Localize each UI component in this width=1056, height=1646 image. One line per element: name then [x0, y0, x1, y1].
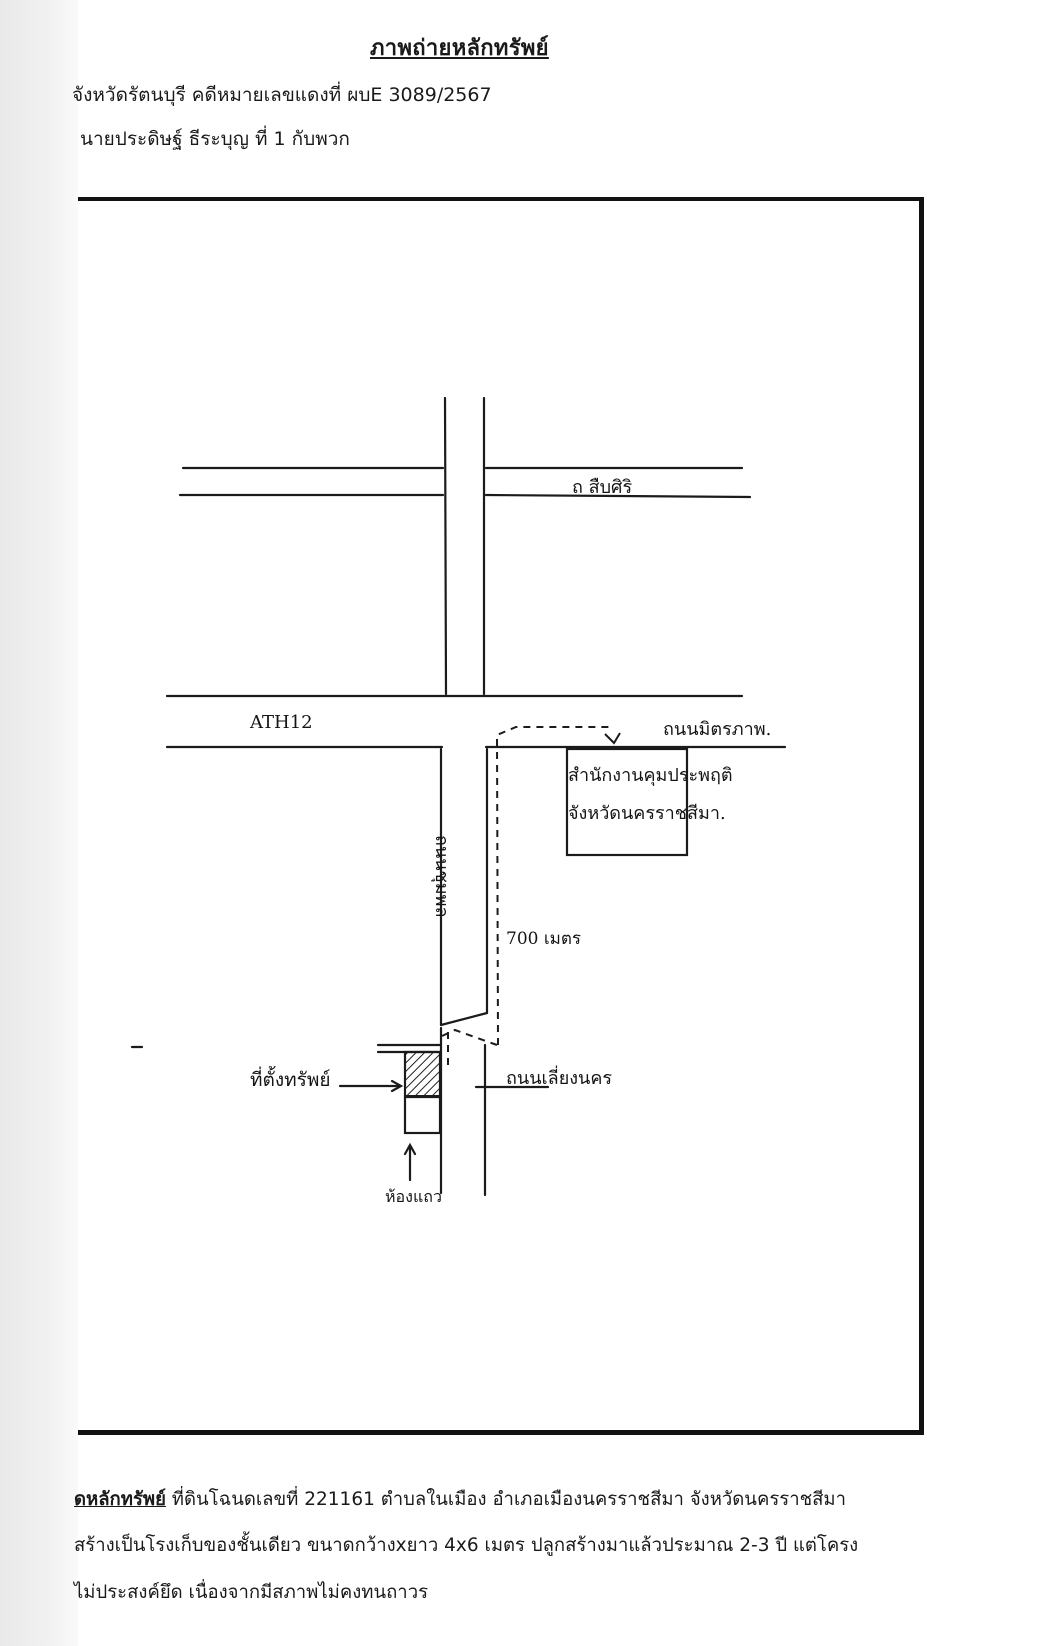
map-frame — [78, 197, 924, 1435]
scan-edge-shadow — [0, 0, 78, 1646]
road-label-suebsiri: ถ สืบศิริ — [572, 477, 633, 498]
road-label-mittraphap: ถนนมิตรภาพ. — [663, 719, 772, 740]
office-label-line2: จังหวัดนครราชสีมา. — [568, 803, 726, 824]
probation-office-building — [565, 747, 689, 857]
road-label-bypass: ถนนเลี่ยงนคร — [506, 1068, 613, 1089]
party-name-line: นายประดิษฐ์ ธีระบุญ ที่ 1 กับพวก — [80, 128, 350, 150]
description-lead: ดหลักทรัพย์ — [74, 1489, 166, 1510]
description-line-1-text: ที่ดินโฉนดเลขที่ 221161 ตำบลในเมือง อำเภ… — [165, 1489, 847, 1510]
top-road-lower-edge-right — [484, 493, 752, 499]
road-label-ath12: ATH12 — [250, 712, 313, 733]
upper-road-left-edge — [443, 396, 448, 696]
description-line-1: ดหลักทรัพย์ ที่ดินโฉนดเลขที่ 221161 ตำบล… — [74, 1485, 846, 1514]
row-house-label: ห้องแถว — [385, 1187, 442, 1206]
office-label-line1: สำนักงานคุมประพฤติ — [568, 765, 733, 786]
lower-road-taper — [439, 1011, 489, 1027]
page-title: ภาพถ่ายหลักทรัพย์ — [370, 36, 549, 61]
description-line-3: ไม่ประสงค์ยึด เนื่องจากมีสภาพไม่คงทนถาวร — [74, 1582, 429, 1603]
property-location-label: ที่ตั้งทรัพย์ — [250, 1069, 331, 1091]
case-number-line: จังหวัดรัตนบุรี คดีหมายเลขแดงที่ ผบE 308… — [72, 84, 492, 106]
route-dashed-line — [495, 726, 612, 1046]
road-label-chumphon: ถนนชุมพล — [431, 835, 452, 918]
description-line-2: สร้างเป็นโรงเก็บของชั้นเดียว ขนาดกว้างxย… — [74, 1535, 859, 1556]
property-hatched-plot — [404, 1051, 441, 1097]
distance-label: 700 เมตร — [506, 929, 582, 949]
